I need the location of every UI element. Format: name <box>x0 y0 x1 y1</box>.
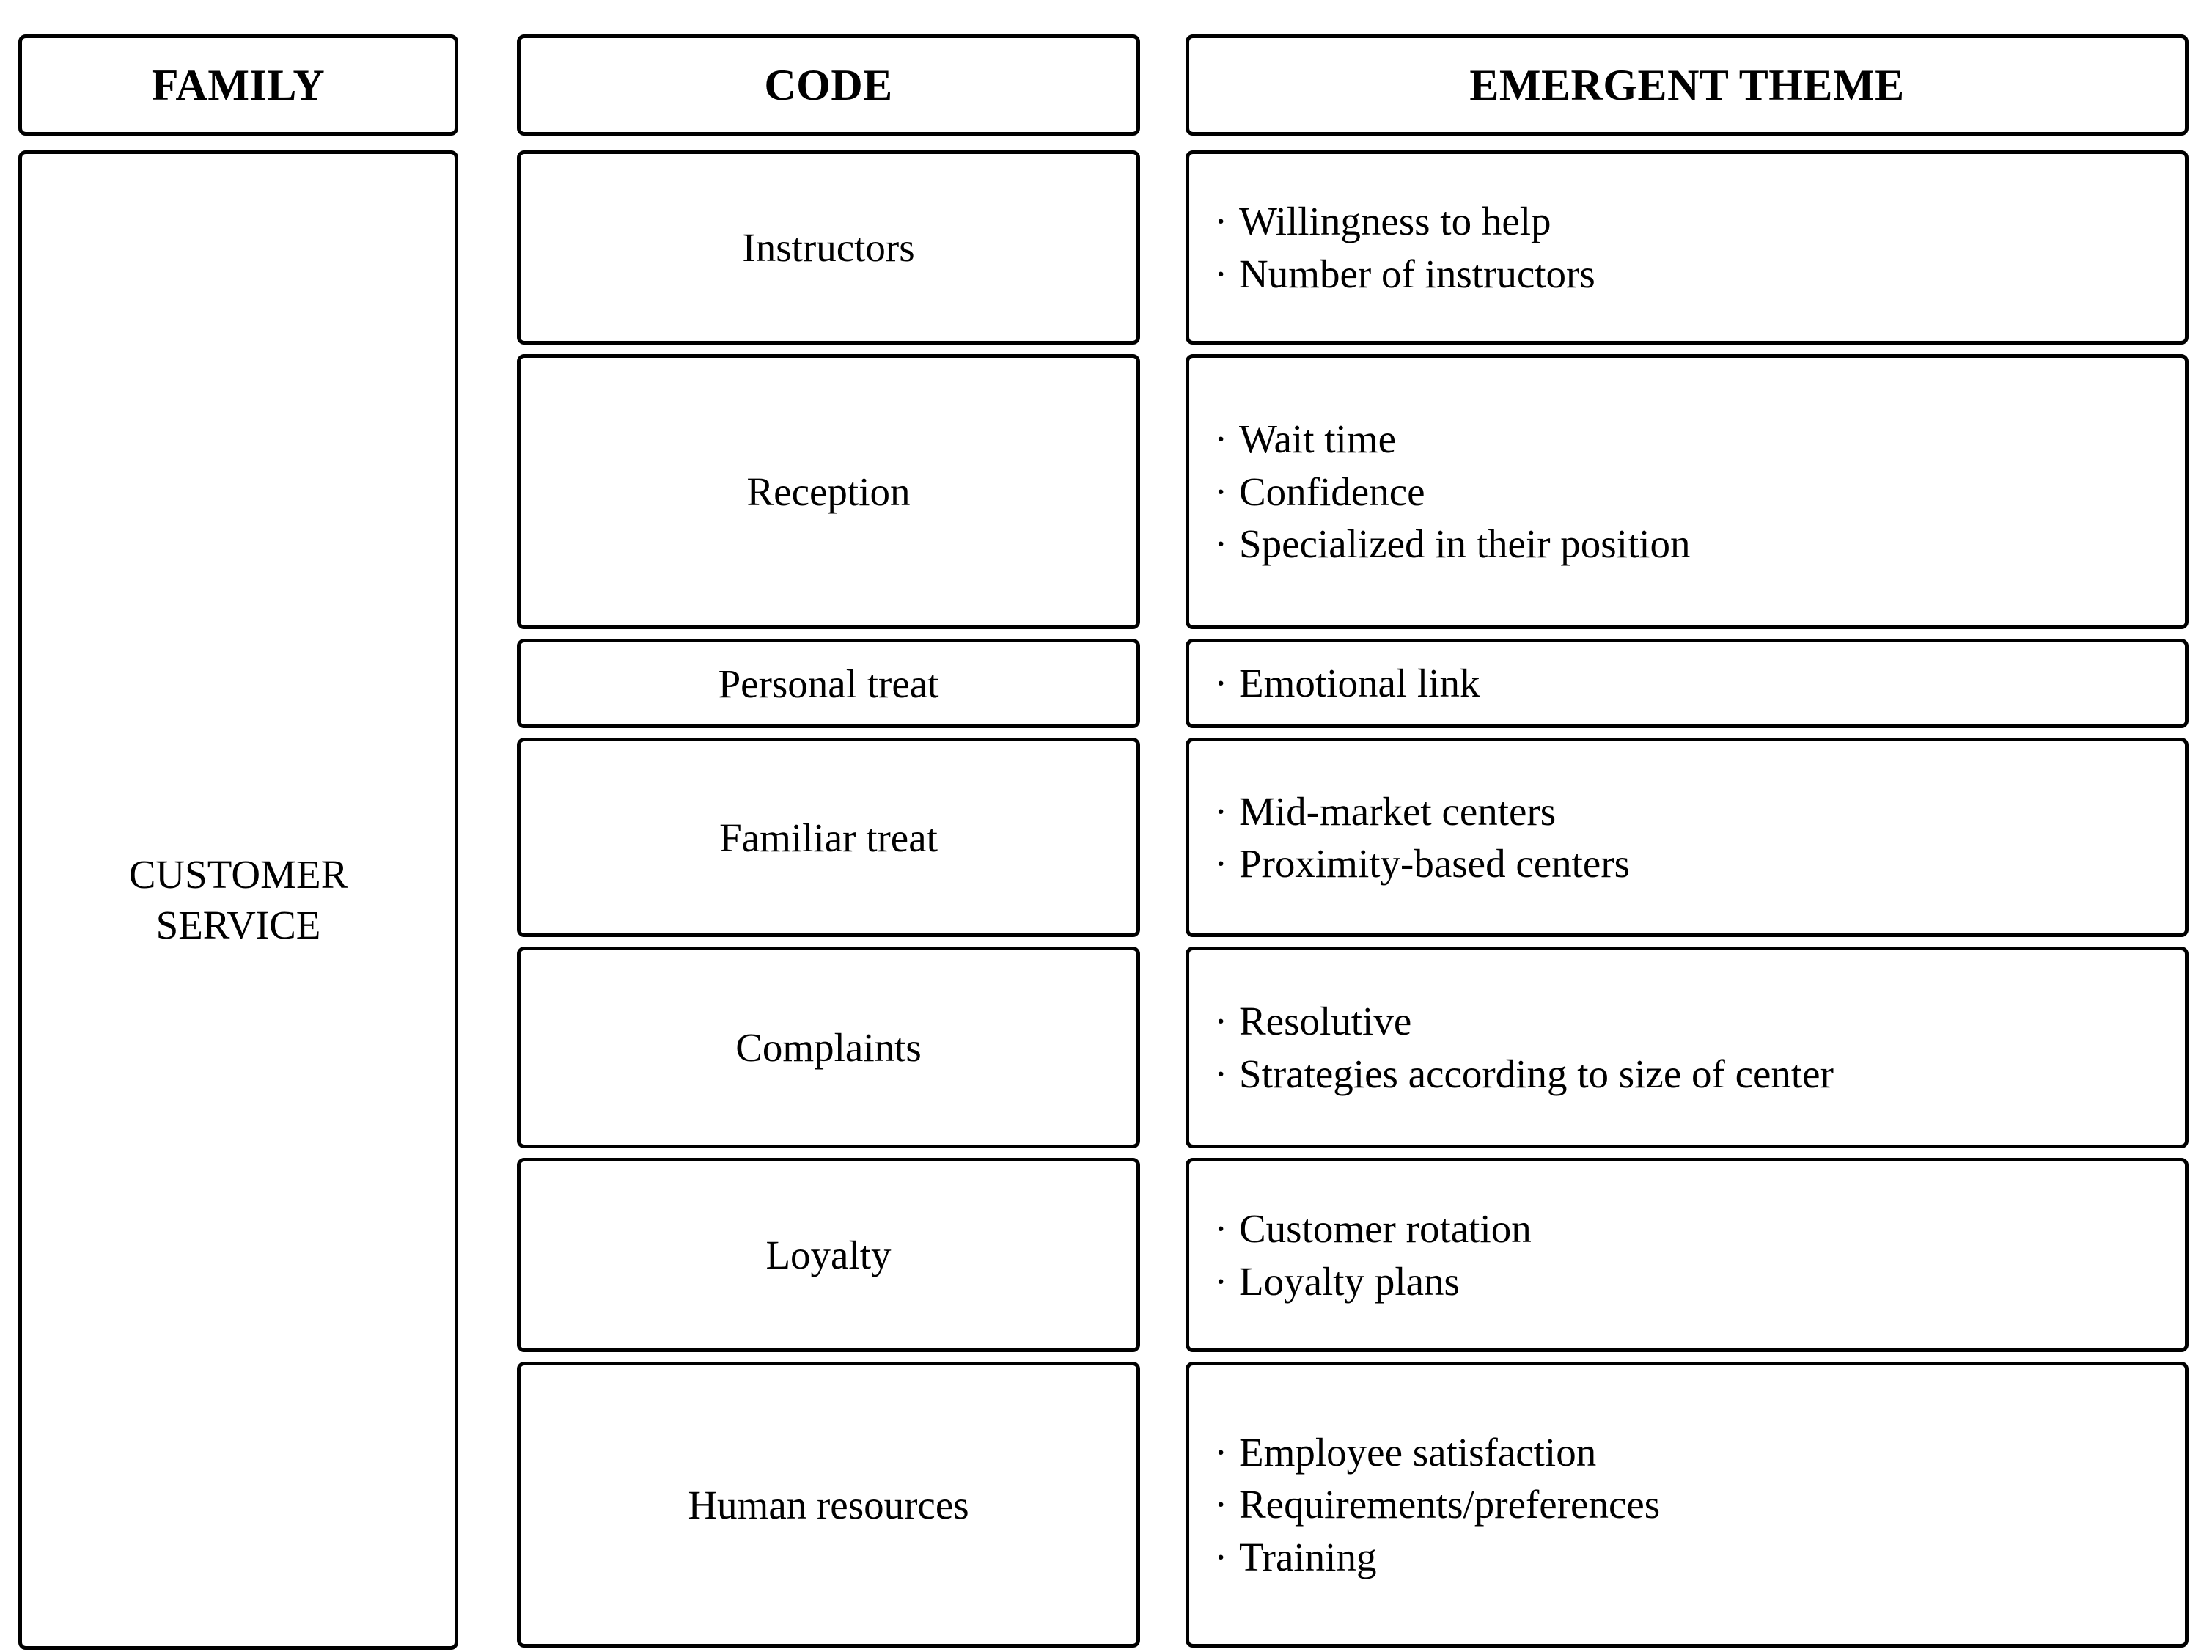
bullet-dot-icon: · <box>1214 521 1228 567</box>
theme-bullet-item: ·Willingness to help <box>1214 195 1551 248</box>
theme-label: Willingness to help <box>1239 199 1551 243</box>
theme-bullet-item: ·Strategies according to size of center <box>1214 1048 1834 1101</box>
theme-bullet-item: ·Specialized in their position <box>1214 518 1691 570</box>
emergent-theme-cell: ·Willingness to help·Number of instructo… <box>1186 150 2189 345</box>
code-cell: Human resources <box>517 1362 1140 1648</box>
emergent-theme-cell: ·Wait time·Confidence·Specialized in the… <box>1186 354 2189 629</box>
theme-label: Proximity-based centers <box>1239 841 1631 886</box>
theme-label: Employee satisfaction <box>1239 1429 1597 1475</box>
bullet-dot-icon: · <box>1214 999 1228 1043</box>
code-label: Reception <box>746 469 911 514</box>
bullet-dot-icon: · <box>1214 251 1228 296</box>
emergent-theme-cell: ·Customer rotation·Loyalty plans <box>1186 1158 2189 1352</box>
code-label: Personal treat <box>718 661 939 706</box>
code-cell: Personal treat <box>517 639 1140 728</box>
theme-bullet-item: ·Mid-market centers <box>1214 785 1556 838</box>
theme-bullet-item: ·Requirements/preferences <box>1214 1478 1660 1531</box>
column-header-code: CODE <box>517 34 1140 136</box>
bullet-dot-icon: · <box>1214 788 1228 834</box>
theme-label: Loyalty plans <box>1239 1258 1460 1304</box>
theme-label: Training <box>1239 1534 1377 1579</box>
theme-bullet-item: ·Wait time <box>1214 413 1396 466</box>
code-label: Familiar treat <box>719 815 938 860</box>
emergent-theme-cell: ·Emotional link <box>1186 639 2189 728</box>
code-label: Human resources <box>688 1482 969 1527</box>
theme-label: Emotional link <box>1239 661 1480 706</box>
family-label-line-1: CUSTOMER <box>128 851 348 897</box>
theme-bullet-item: ·Proximity-based centers <box>1214 837 1630 890</box>
bullet-dot-icon: · <box>1214 416 1228 462</box>
emergent-theme-column: ·Willingness to help·Number of instructo… <box>1186 150 2189 1650</box>
family-label: CUSTOMER SERVICE <box>129 850 348 951</box>
theme-label: Specialized in their position <box>1239 521 1691 567</box>
theme-bullet-item: ·Confidence <box>1214 466 1425 518</box>
bullet-dot-icon: · <box>1214 1429 1228 1475</box>
theme-label: Requirements/preferences <box>1239 1482 1661 1527</box>
theme-label: Number of instructors <box>1239 251 1595 296</box>
code-cell: Loyalty <box>517 1158 1140 1352</box>
theme-bullet-item: ·Emotional link <box>1214 657 1480 710</box>
bullet-dot-icon: · <box>1214 1258 1228 1304</box>
family-cell-customer-service: CUSTOMER SERVICE <box>18 150 458 1650</box>
family-label-line-2: SERVICE <box>155 902 321 947</box>
theme-bullet-item: ·Customer rotation <box>1214 1203 1532 1255</box>
code-cell: Familiar treat <box>517 738 1140 937</box>
column-header-emergent-theme: EMERGENT THEME <box>1186 34 2189 136</box>
emergent-theme-cell: ·Mid-market centers·Proximity-based cent… <box>1186 738 2189 937</box>
theme-label: Strategies according to size of center <box>1239 1051 1834 1096</box>
emergent-theme-cell: ·Resolutive·Strategies according to size… <box>1186 947 2189 1148</box>
bullet-dot-icon: · <box>1214 1051 1228 1096</box>
bullet-dot-icon: · <box>1214 1482 1228 1527</box>
code-label: Instructors <box>742 225 915 270</box>
bullet-dot-icon: · <box>1214 1534 1228 1579</box>
theme-bullet-item: ·Number of instructors <box>1214 248 1595 301</box>
code-label: Loyalty <box>765 1233 892 1277</box>
column-header-family: FAMILY <box>18 34 458 136</box>
emergent-theme-cell: ·Employee satisfaction·Requirements/pref… <box>1186 1362 2189 1648</box>
bullet-dot-icon: · <box>1214 1206 1228 1251</box>
theme-label: Customer rotation <box>1239 1206 1532 1251</box>
code-cell: Instructors <box>517 150 1140 345</box>
bullet-dot-icon: · <box>1214 199 1228 243</box>
code-cell: Complaints <box>517 947 1140 1148</box>
theme-bullet-item: ·Training <box>1214 1531 1376 1584</box>
theme-label: Resolutive <box>1239 999 1412 1043</box>
bullet-dot-icon: · <box>1214 661 1228 706</box>
theme-label: Wait time <box>1239 416 1396 462</box>
theme-label: Mid-market centers <box>1239 788 1557 834</box>
theme-bullet-item: ·Resolutive <box>1214 995 1411 1048</box>
bullet-dot-icon: · <box>1214 841 1228 886</box>
theme-label: Confidence <box>1239 469 1425 514</box>
bullet-dot-icon: · <box>1214 469 1228 514</box>
code-label: Complaints <box>735 1025 922 1070</box>
theme-bullet-item: ·Employee satisfaction <box>1214 1426 1596 1479</box>
code-cell: Reception <box>517 354 1140 629</box>
theme-bullet-item: ·Loyalty plans <box>1214 1255 1460 1308</box>
